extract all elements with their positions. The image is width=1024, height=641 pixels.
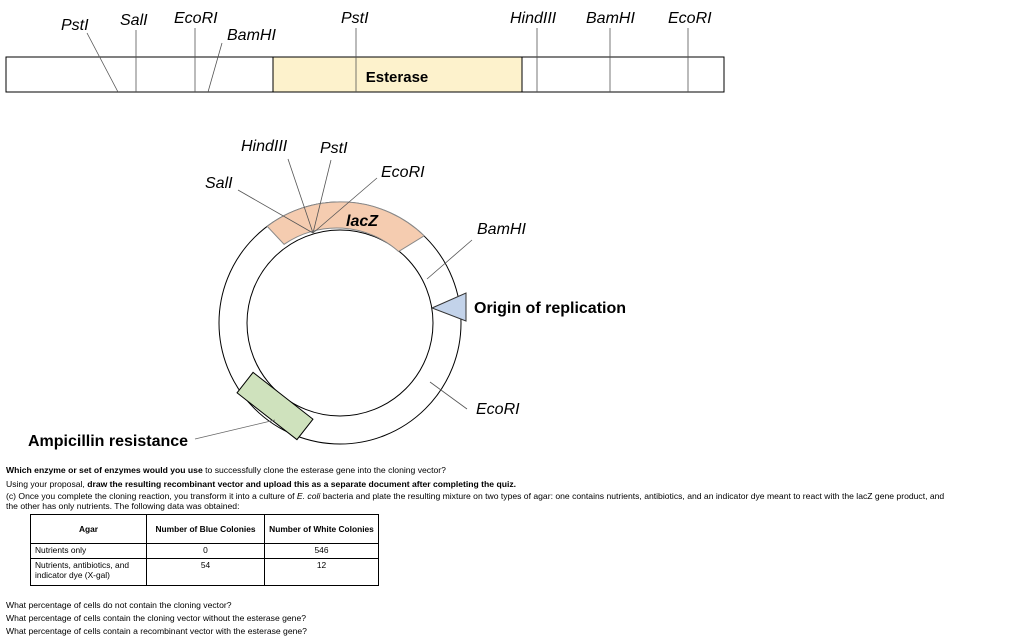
enzyme-label-bamhi-1: BamHI xyxy=(227,27,276,44)
enzyme-label-ecori-1: EcoRI xyxy=(174,10,218,27)
table-cell-white: 12 xyxy=(264,558,379,586)
question-line-1: Which enzyme or set of enzymes would you… xyxy=(6,465,446,476)
question-3-italic: E. coli xyxy=(296,491,321,501)
plasmid-enzyme-ecori-1: EcoRI xyxy=(381,164,425,181)
cloning-diagram: Esterase PstI SalI EcoRI BamHI PstI Hind… xyxy=(5,10,725,450)
table-header-agar: Agar xyxy=(30,514,147,544)
table-row: Nutrients only 0 546 xyxy=(30,543,379,559)
linear-dna-map: Esterase PstI SalI EcoRI BamHI PstI Hind… xyxy=(5,10,725,93)
plasmid-line-psti xyxy=(312,159,332,234)
question-2-start: Using your proposal, xyxy=(6,479,88,489)
plasmid-line-sali xyxy=(237,189,314,234)
table-cell-blue: 54 xyxy=(146,558,265,586)
question-line-3: (c) Once you complete the cloning reacti… xyxy=(6,491,944,502)
plasmid-inner-ring xyxy=(246,229,434,417)
question-3a: (c) Once you complete the cloning reacti… xyxy=(6,491,297,501)
lacz-label: lacZ xyxy=(346,213,379,230)
enzyme-label-psti-2: PstI xyxy=(341,10,369,27)
esterase-insert xyxy=(272,56,523,93)
plasmid-map: lacZ Origin of replication Ampicillin re… xyxy=(28,138,626,450)
plasmid-enzyme-bamhi: BamHI xyxy=(477,221,526,238)
enzyme-label-sali: SalI xyxy=(120,12,148,29)
cut-line-psti-1 xyxy=(86,32,119,93)
enzyme-label-bamhi-2: BamHI xyxy=(586,10,635,27)
table-row: Nutrients, antibiotics, and indicator dy… xyxy=(30,558,379,586)
plasmid-enzyme-hindiii: HindIII xyxy=(241,138,288,155)
enzyme-label-psti-1: PstI xyxy=(61,17,89,34)
ampicillin-resistance-gene xyxy=(236,371,314,441)
plasmid-enzyme-ecori-2: EcoRI xyxy=(476,401,520,418)
question-line-2: Using your proposal, draw the resulting … xyxy=(6,479,516,490)
followup-question-2: What percentage of cells contain the clo… xyxy=(6,613,307,623)
plasmid-enzyme-sali: SalI xyxy=(205,175,233,192)
esterase-label: Esterase xyxy=(366,69,429,86)
colony-data-table: Agar Number of Blue Colonies Number of W… xyxy=(30,514,379,586)
question-3b: bacteria and plate the resulting mixture… xyxy=(320,491,945,501)
question-line-4: the other has only nutrients. The follow… xyxy=(6,501,240,511)
followup-question-1: What percentage of cells do not contain … xyxy=(6,600,232,610)
question-2-bold: draw the resulting recombinant vector an… xyxy=(87,479,517,489)
origin-of-replication-marker xyxy=(430,292,467,322)
enzyme-label-ecori-2: EcoRI xyxy=(668,10,712,27)
amp-label: Ampicillin resistance xyxy=(28,433,188,450)
origin-label: Origin of replication xyxy=(474,300,626,317)
table-cell-white: 546 xyxy=(264,543,379,559)
plasmid-enzyme-psti: PstI xyxy=(320,140,348,157)
question-1-bold: Which enzyme or set of enzymes would you… xyxy=(6,465,203,475)
table-cell-blue: 0 xyxy=(146,543,265,559)
table-header-row: Agar Number of Blue Colonies Number of W… xyxy=(30,514,379,544)
table-header-white: Number of White Colonies xyxy=(264,514,379,544)
enzyme-label-hindiii: HindIII xyxy=(510,10,557,27)
amp-leader-line xyxy=(194,419,276,440)
table-header-blue: Number of Blue Colonies xyxy=(146,514,265,544)
plasmid-line-ecori-1 xyxy=(312,177,378,234)
question-1-rest: to successfully clone the esterase gene … xyxy=(202,465,446,475)
cut-line-bamhi-1 xyxy=(207,42,223,93)
plasmid-line-bamhi xyxy=(426,239,473,280)
plasmid-line-hindiii xyxy=(287,158,314,234)
followup-question-3: What percentage of cells contain a recom… xyxy=(6,626,307,636)
table-cell-agar: Nutrients, antibiotics, and indicator dy… xyxy=(30,558,147,586)
table-cell-agar: Nutrients only xyxy=(30,543,147,559)
plasmid-line-ecori-2 xyxy=(429,381,468,410)
